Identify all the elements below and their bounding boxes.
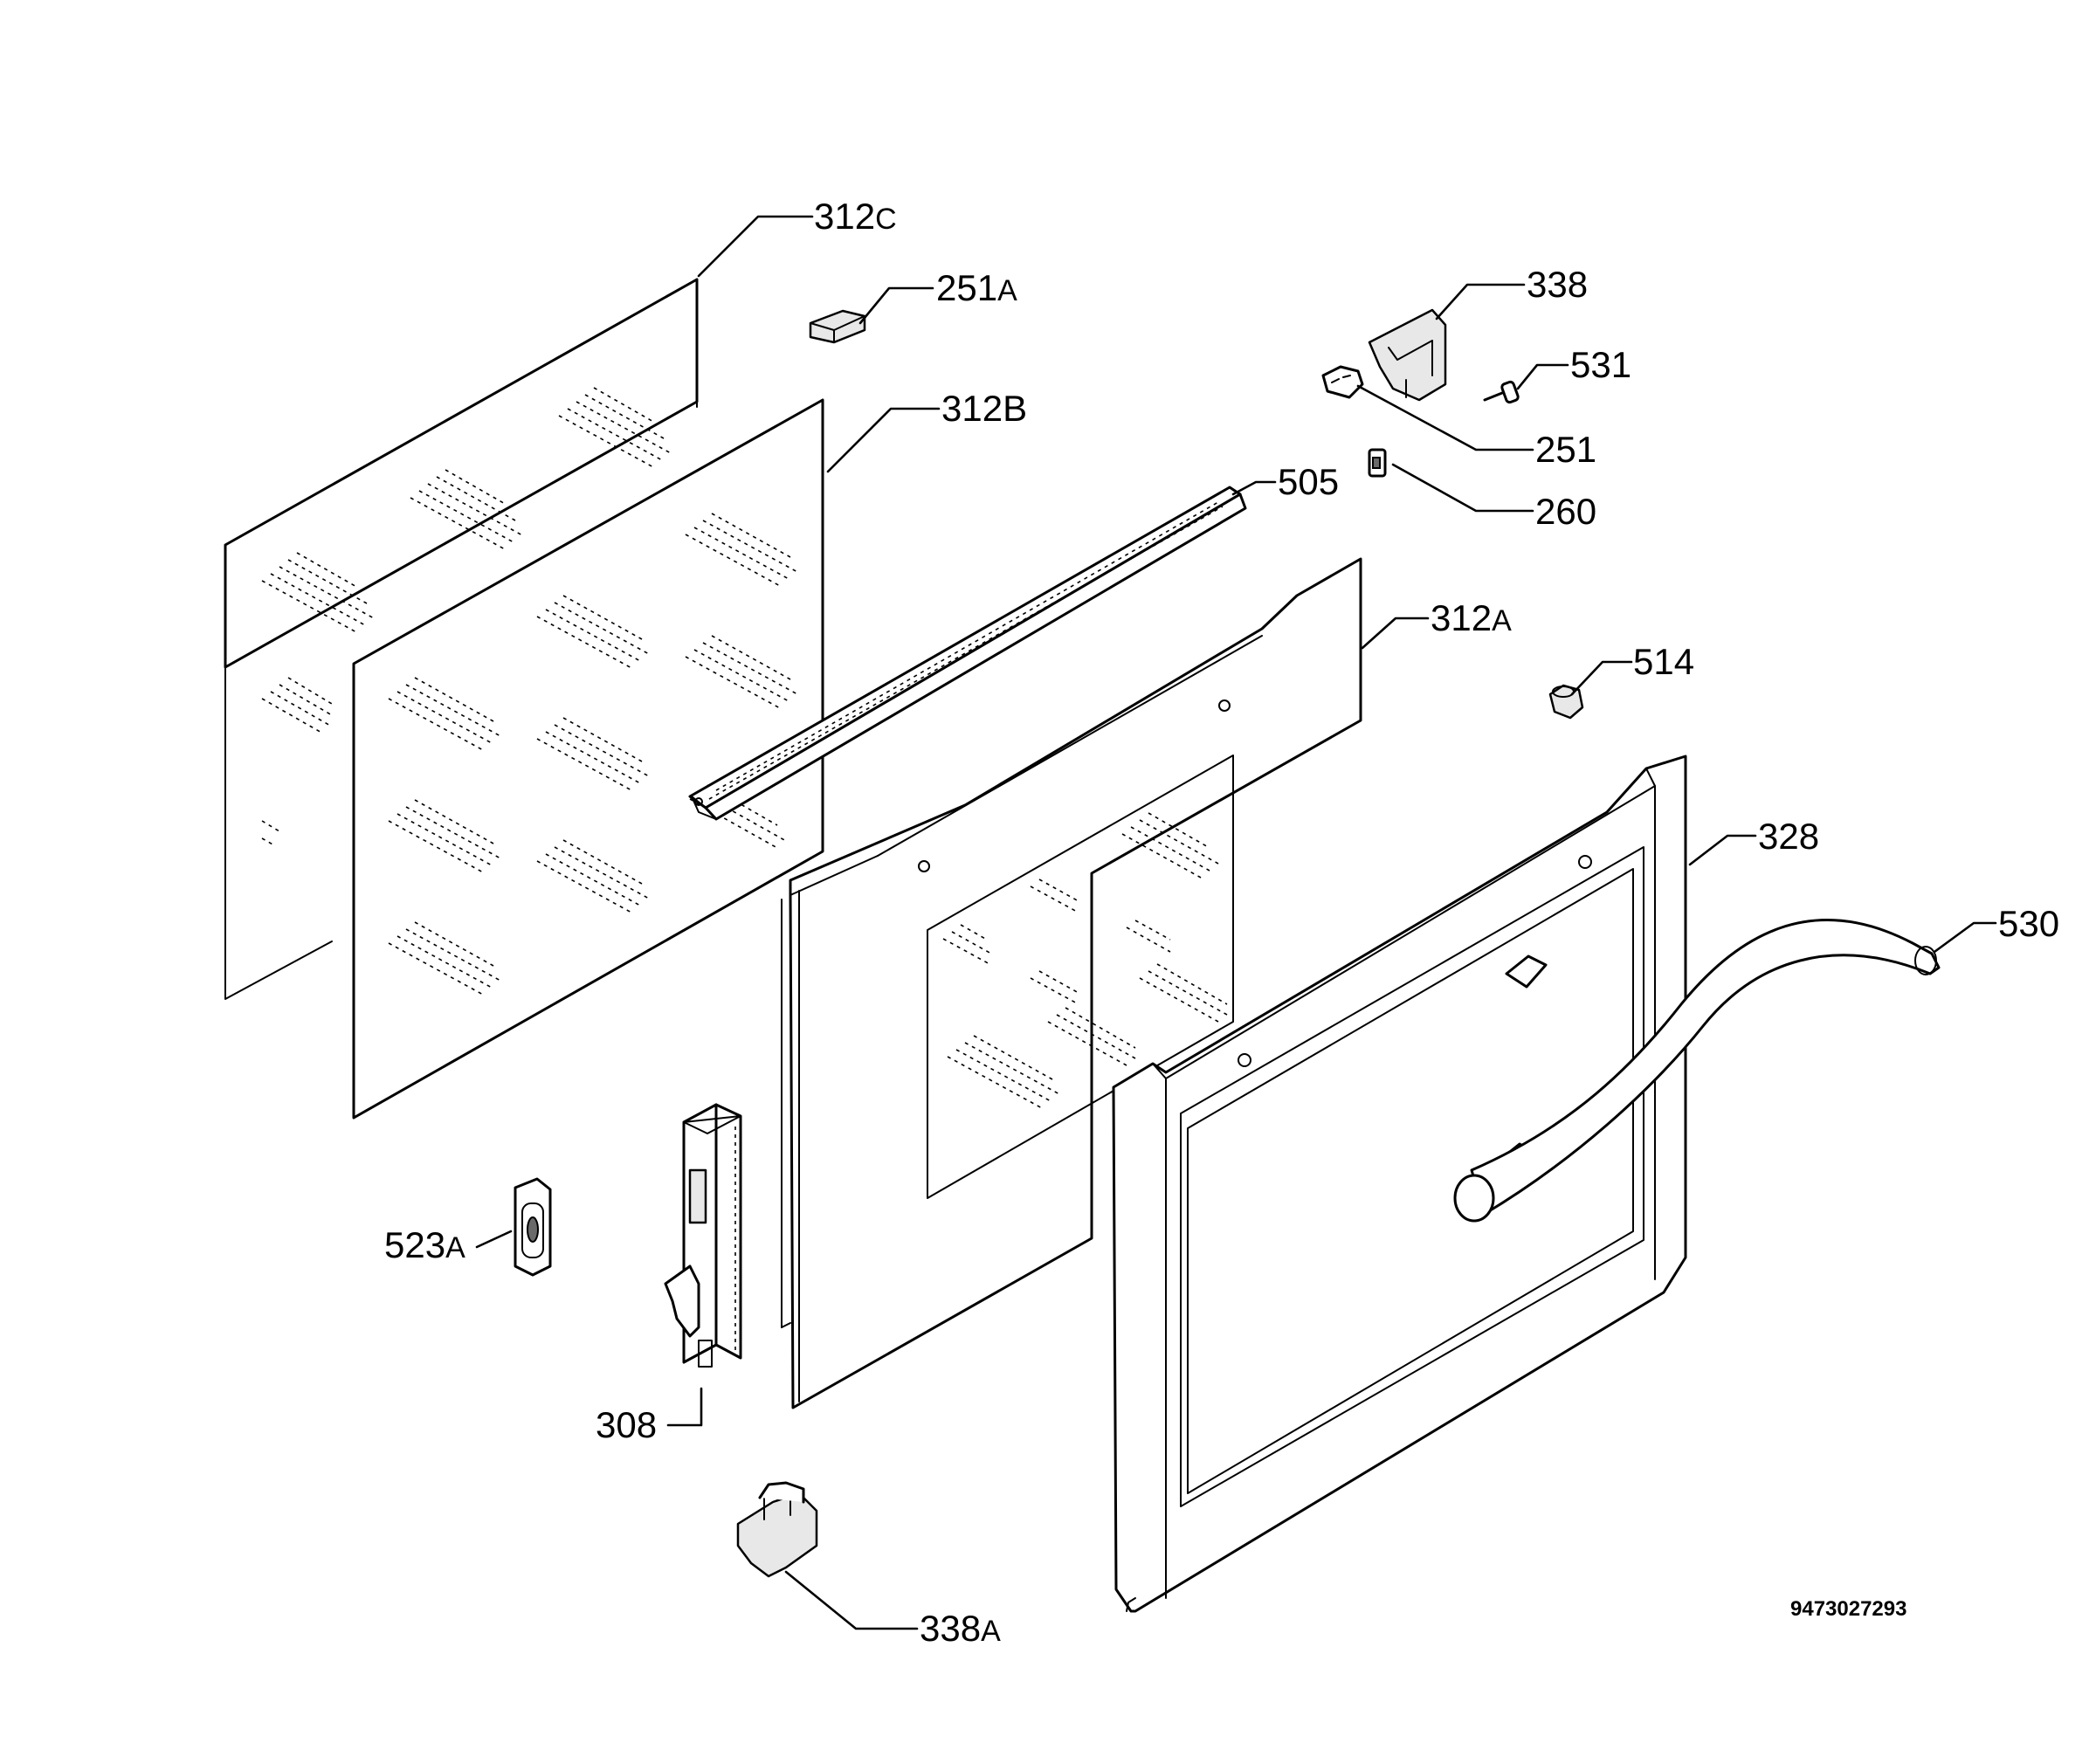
- door-handle-530[interactable]: [1453, 919, 1941, 1223]
- document-number: 9473027293: [1790, 1597, 1906, 1621]
- label-338: 338: [1527, 264, 1588, 305]
- glass-panel-312c[interactable]: [224, 278, 699, 1000]
- hinge-308[interactable]: [664, 1103, 742, 1368]
- screw-531[interactable]: [1483, 380, 1520, 404]
- label-251a: 251A: [936, 267, 1017, 308]
- label-531: 531: [1570, 344, 1631, 385]
- label-312a: 312A: [1431, 597, 1512, 638]
- label-328: 328: [1758, 816, 1819, 857]
- spacer-260[interactable]: [1368, 448, 1387, 478]
- label-251: 251: [1535, 429, 1596, 470]
- glass-312c-hatch: [261, 387, 673, 846]
- label-312c: 312C: [814, 196, 897, 237]
- clip-251a[interactable]: [809, 309, 866, 344]
- label-514: 514: [1633, 641, 1694, 682]
- callout-labels: 312C 251A 312B 505 338 531 251 260 312A …: [384, 196, 2059, 1649]
- front-door-frame-328[interactable]: [1112, 755, 1687, 1613]
- label-308: 308: [596, 1404, 657, 1445]
- label-312b: 312B: [941, 388, 1027, 429]
- inner-door-panel-312a[interactable]: [781, 557, 1362, 1409]
- cover-523a[interactable]: [514, 1177, 552, 1277]
- bracket-338a[interactable]: [736, 1481, 818, 1578]
- label-530: 530: [1998, 903, 2059, 944]
- label-523a: 523A: [384, 1224, 465, 1265]
- label-338a: 338A: [920, 1608, 1001, 1649]
- bracket-338[interactable]: [1368, 308, 1447, 402]
- leader-lines: [475, 215, 1997, 1630]
- clip-251[interactable]: [1321, 365, 1364, 399]
- glass-312a-hatch: [942, 812, 1228, 1110]
- label-260: 260: [1535, 491, 1596, 532]
- nut-514[interactable]: [1548, 684, 1584, 720]
- top-profile-505[interactable]: [688, 486, 1247, 821]
- label-505: 505: [1278, 461, 1339, 502]
